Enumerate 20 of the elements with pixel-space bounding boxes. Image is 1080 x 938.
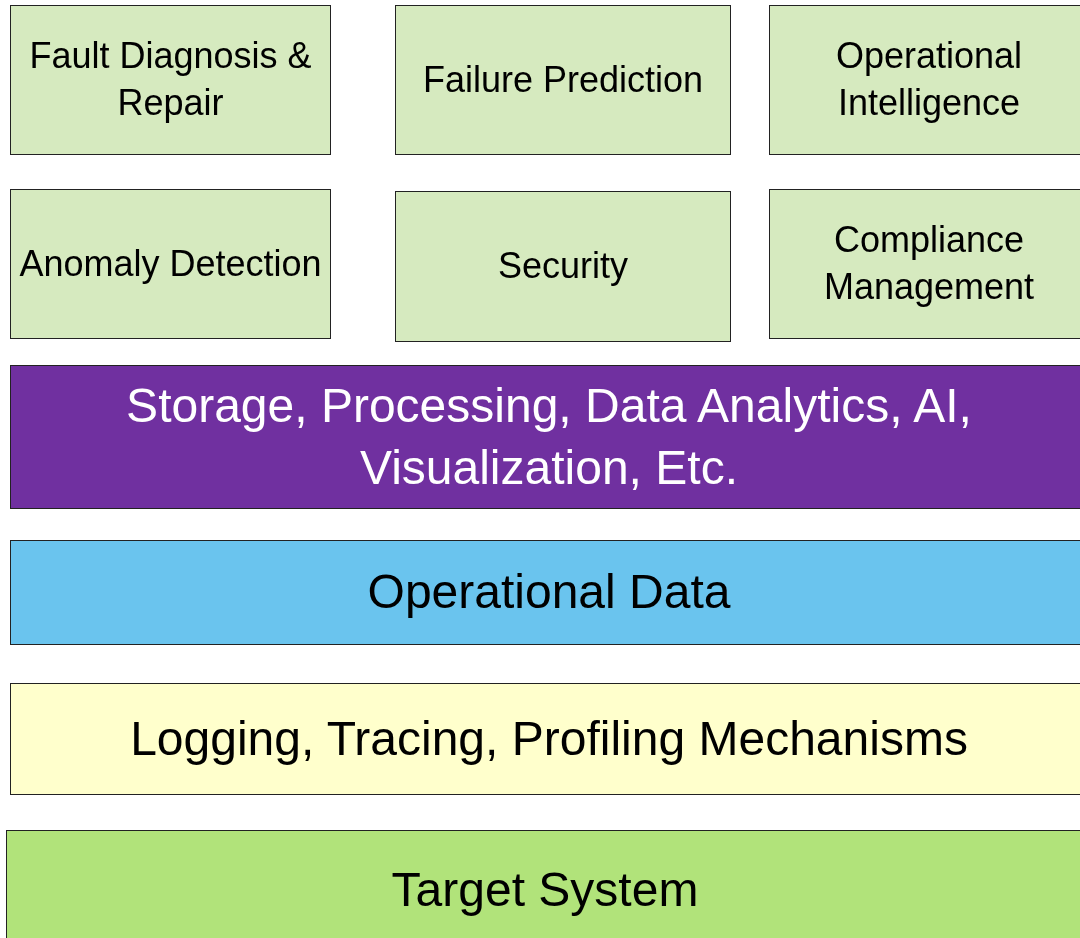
function-box: [10, 189, 331, 339]
box-label: Fault Diagnosis & Repair: [28, 34, 313, 125]
box-label: Operational Intelligence: [834, 34, 1024, 125]
layer-band: [6, 830, 1080, 938]
box-label: Logging, Tracing, Profiling Mechanisms: [129, 710, 969, 767]
function-box: [769, 5, 1080, 155]
function-box: [395, 5, 731, 155]
box-label: Failure Prediction: [421, 57, 705, 102]
layer-band: [10, 365, 1080, 509]
function-box: [769, 189, 1080, 339]
box-label: Target System: [390, 861, 700, 918]
layer-band: [10, 683, 1080, 795]
box-label: Storage, Processing, Data Analytics, AI, Visualization, Etc.: [125, 377, 973, 496]
box-label: Operational Data: [366, 564, 732, 621]
function-box: [395, 191, 731, 342]
box-label: Security: [496, 244, 629, 289]
box-label: Anomaly Detection: [18, 241, 323, 286]
function-box: [10, 5, 331, 155]
layer-band: [10, 540, 1080, 645]
box-label: Compliance Management: [822, 218, 1036, 309]
